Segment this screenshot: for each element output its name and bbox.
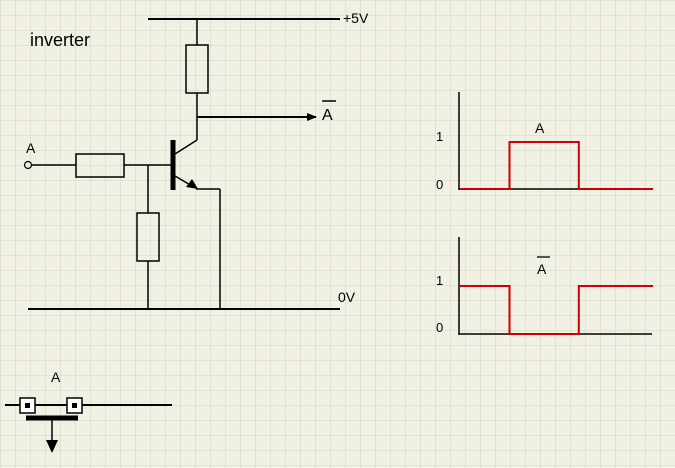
timing-chart-a: A 1 0: [436, 92, 653, 192]
y-tick-low: 0: [436, 320, 443, 335]
output-label-text: A: [322, 107, 333, 124]
switch-label: A: [51, 369, 61, 385]
base-resistor: [31, 153, 173, 178]
npn-transistor: [170, 139, 221, 309]
ground-label: 0V: [338, 289, 356, 305]
input-terminal: A: [23, 140, 36, 170]
input-switch: A: [5, 369, 172, 453]
signal-trace-not-a: [460, 285, 653, 335]
input-label: A: [26, 140, 36, 156]
diagram-title: inverter: [30, 30, 90, 50]
bias-resistor: [136, 165, 160, 309]
chart-title: A: [535, 120, 545, 136]
collector-resistor: [185, 19, 209, 140]
output-label: A: [322, 100, 336, 124]
y-tick-high: 1: [436, 129, 443, 144]
chart-title: A: [537, 261, 547, 277]
supply-label: +5V: [343, 10, 369, 26]
y-tick-low: 0: [436, 177, 443, 192]
timing-chart-not-a: A 1 0: [436, 237, 653, 335]
signal-trace-a: [460, 141, 653, 190]
y-tick-high: 1: [436, 273, 443, 288]
